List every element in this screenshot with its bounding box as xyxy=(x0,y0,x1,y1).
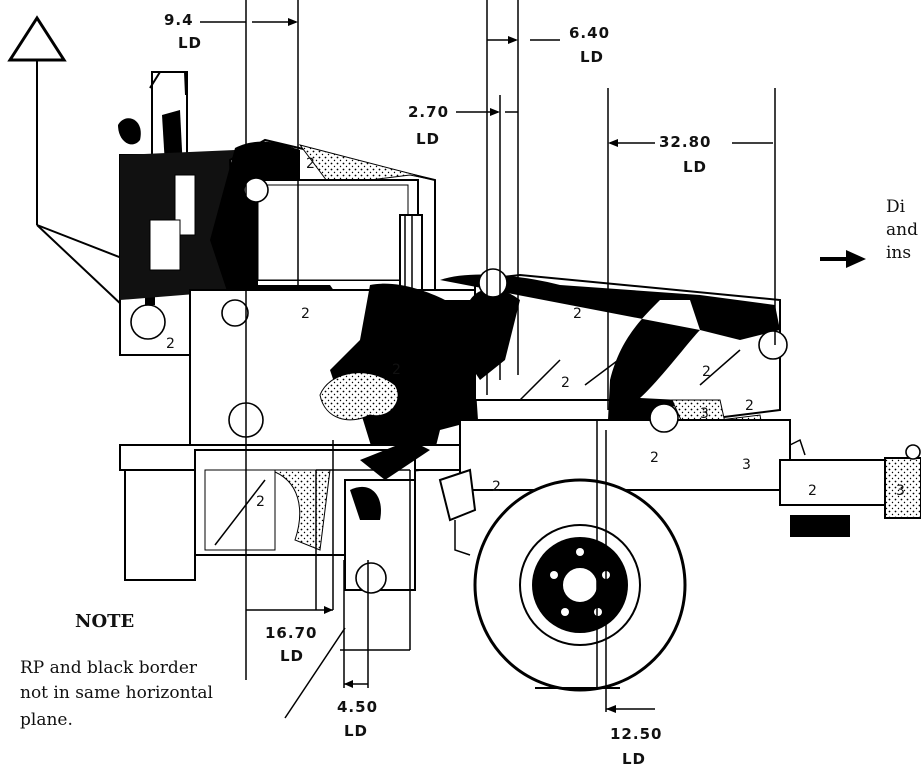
zone-label: 2 xyxy=(256,494,265,510)
dim-label-12-50: 12.50 LD xyxy=(610,725,662,768)
dim-unit: LD xyxy=(280,647,304,665)
note-line: RP and black border xyxy=(20,658,198,678)
zone-label: 2 xyxy=(301,306,310,322)
zone-label: 2 xyxy=(650,450,659,466)
reference-point xyxy=(221,299,249,327)
dim-value: 2.70 xyxy=(408,103,449,121)
dim-value: 16.70 xyxy=(265,624,317,642)
dim-label-4-50: 4.50 LD xyxy=(337,698,378,740)
zone-label: 3 xyxy=(742,457,751,473)
dim-unit: LD xyxy=(622,750,646,768)
dim-value: 4.50 xyxy=(337,698,378,716)
reference-point xyxy=(758,330,788,360)
dim-value: 12.50 xyxy=(610,725,662,743)
zone-label: 2 xyxy=(573,306,582,322)
dim-unit: LD xyxy=(178,34,202,52)
note-title: NOTE xyxy=(75,611,134,632)
note-line: plane. xyxy=(20,710,73,730)
right-arrow-icon xyxy=(820,250,866,268)
reference-point xyxy=(478,268,508,298)
zone-label: 3 xyxy=(896,483,905,499)
reference-point xyxy=(355,562,387,594)
dim-unit: LD xyxy=(344,722,368,740)
note-block: NOTE RP and black border not in same hor… xyxy=(20,611,213,730)
zone-labels: 2 2 2 2 2 2 2 2 2 2 2 2 3 3 3 xyxy=(166,156,905,510)
dim-unit: LD xyxy=(580,48,604,66)
side-text-line: Di xyxy=(886,197,906,217)
dim-value: 32.80 xyxy=(659,133,711,151)
dim-label-16-70: 16.70 LD xyxy=(265,624,317,665)
side-text-line: ins xyxy=(886,243,911,263)
dim-value: 9.4 xyxy=(164,11,194,29)
reference-point xyxy=(649,403,679,433)
reference-point xyxy=(243,177,269,203)
reference-point xyxy=(130,304,166,340)
zone-label: 2 xyxy=(808,483,817,499)
dim-label-32-80: 32.80 LD xyxy=(659,133,711,176)
dimension-lines xyxy=(200,0,776,719)
dim-unit: LD xyxy=(416,130,440,148)
zone-label: 2 xyxy=(561,375,570,391)
side-text-line: and xyxy=(886,220,918,240)
dim-unit: LD xyxy=(683,158,707,176)
note-line: not in same horizontal xyxy=(20,683,213,703)
dim-label-9-4: 9.4 LD xyxy=(164,11,202,52)
vehicle-body xyxy=(118,71,921,692)
zone-label: 2 xyxy=(306,156,315,172)
zone-label: 2 xyxy=(702,364,711,380)
side-text: Di and ins xyxy=(886,197,918,263)
zone-label: 2 xyxy=(166,336,175,352)
dim-label-6-40: 6.40 LD xyxy=(569,24,610,66)
dim-value: 6.40 xyxy=(569,24,610,42)
zone-label: 2 xyxy=(745,398,754,414)
zone-label: 2 xyxy=(392,362,401,378)
dim-label-2-70: 2.70 LD xyxy=(408,103,449,148)
reference-triangle-icon xyxy=(7,15,141,323)
zone-label: 3 xyxy=(700,406,709,422)
zone-label: 2 xyxy=(492,479,501,495)
